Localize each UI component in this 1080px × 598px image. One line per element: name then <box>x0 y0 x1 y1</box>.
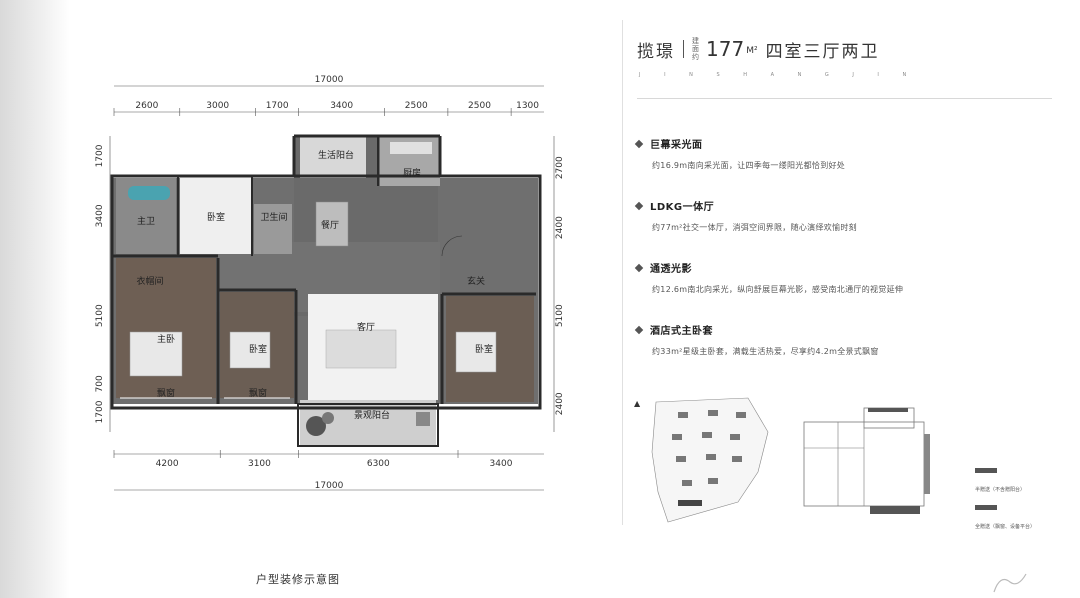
room-kitchen: 厨房 <box>403 167 421 179</box>
dimension-label: 1300 <box>516 101 539 111</box>
total-width-bottom: 17000 <box>315 481 344 491</box>
dimension-label: 3100 <box>248 459 271 469</box>
feature-desc: 约33m²星级主卧套，满载生活热爱，尽享约4.2m全景式飘窗 <box>652 347 879 356</box>
legend-swatch <box>975 505 997 510</box>
legend-item: 全赠送（飘窗、设备平台） <box>975 505 1065 532</box>
feature-title: 通透光影 <box>650 264 692 275</box>
legend-label: 半赠送（不含赠阳台） <box>975 487 1026 493</box>
unit-name: 揽璟 <box>637 41 675 62</box>
room-bedroom-north: 卧室 <box>207 211 225 223</box>
dimension-label: 1700 <box>95 144 105 167</box>
room-bedroom-east: 卧室 <box>475 343 493 355</box>
bottom-dimensions: 4200 3100 6300 3400 <box>113 450 513 469</box>
dimension-label: 700 <box>95 375 105 392</box>
title-row: 揽璟 建面约 177 M² 四室三厅两卫 <box>637 36 880 62</box>
floor-plan: 17000 2600 3000 1700 3400 2500 2500 1300 1700 3… <box>95 75 565 491</box>
diamond-icon <box>634 263 644 272</box>
title-rule <box>637 98 1052 99</box>
right-dimensions: 2700 2400 5100 2400 <box>555 156 565 415</box>
room-view-balcony: 景观阳台 <box>354 409 390 421</box>
dimension-label: 3400 <box>490 459 513 469</box>
area-value: 177 <box>706 37 745 61</box>
site-map: ▲ <box>634 397 769 523</box>
left-dimensions: 1700 3400 5100 700 1700 <box>95 144 105 423</box>
total-width-top: 17000 <box>315 75 344 85</box>
room-bedroom-mid: 卧室 <box>249 343 267 355</box>
brand-mark-icon <box>993 573 1027 593</box>
diamond-icon <box>634 201 644 210</box>
top-dimensions: 2600 3000 1700 3400 2500 2500 1300 <box>113 101 539 116</box>
room-foyer: 玄关 <box>467 275 485 287</box>
dimension-label: 2500 <box>468 101 491 111</box>
feature-item: 巨幕采光面 约16.9m南向采光面，让四季每一缕阳光都恰到好处 <box>634 136 1056 171</box>
dimension-label: 3400 <box>330 101 353 111</box>
feature-list: 巨幕采光面 约16.9m南向采光面，让四季每一缕阳光都恰到好处 LDKG一体厅 … <box>634 136 1056 384</box>
legend: 半赠送（不含赠阳台） 全赠送（飘窗、设备平台） <box>975 468 1065 542</box>
dimension-label: 6300 <box>367 459 390 469</box>
room-master-bath: 主卫 <box>137 215 155 227</box>
feature-item: 酒店式主卧套 约33m²星级主卧套，满载生活热爱，尽享约4.2m全景式飘窗 <box>634 322 1056 357</box>
room-living: 客厅 <box>357 321 375 333</box>
dimension-label: 1700 <box>95 400 105 423</box>
column-divider <box>622 20 623 525</box>
key-plan <box>803 407 930 514</box>
legend-item: 半赠送（不含赠阳台） <box>975 468 1065 495</box>
page-edge-shade <box>0 0 70 598</box>
title-separator <box>683 40 684 58</box>
dimension-label: 2600 <box>135 101 158 111</box>
dimension-label: 5100 <box>555 304 565 327</box>
plan-caption: 户型装修示意图 <box>256 573 340 586</box>
feature-title: 巨幕采光面 <box>650 140 703 151</box>
legend-swatch <box>975 468 997 473</box>
dimension-label: 3000 <box>206 101 229 111</box>
feature-title: LDKG一体厅 <box>650 202 715 213</box>
feature-desc: 约77m²社交一体厅，消弭空间界限，随心演绎欢愉时刻 <box>652 223 857 232</box>
dimension-label: 3400 <box>95 204 105 227</box>
feature-item: 通透光影 约12.6m南北向采光，纵向舒展巨幕光影，感受南北通厅的视觉延伸 <box>634 260 1056 295</box>
dimension-label: 2700 <box>555 156 565 179</box>
feature-title: 酒店式主卧套 <box>650 326 713 337</box>
feature-desc: 约16.9m南向采光面，让四季每一缕阳光都恰到好处 <box>652 161 846 170</box>
dimension-label: 1700 <box>266 101 289 111</box>
room-service-balcony: 生活阳台 <box>318 149 354 161</box>
diamond-icon <box>634 139 644 148</box>
legend-label: 全赠送（飘窗、设备平台） <box>975 524 1036 530</box>
room-master-bedroom: 主卧 <box>157 333 175 345</box>
feature-desc: 约12.6m南北向采光，纵向舒展巨幕光影，感受南北通厅的视觉延伸 <box>652 285 904 294</box>
room-dining: 餐厅 <box>321 219 339 231</box>
dimension-label: 2400 <box>555 216 565 239</box>
dimension-label: 5100 <box>95 304 105 327</box>
area-label: 建面约 <box>692 37 699 61</box>
room-bay-window-1: 飘窗 <box>157 387 175 399</box>
dimension-label: 4200 <box>156 459 179 469</box>
dimension-label: 2500 <box>405 101 428 111</box>
unit-type: 四室三厅两卫 <box>765 41 880 62</box>
north-arrow-icon: ▲ <box>634 399 641 408</box>
area-unit: M² <box>746 46 758 56</box>
pinyin-line: J I N S H A N G J I N <box>639 72 918 78</box>
dimension-label: 2400 <box>555 392 565 415</box>
room-bay-window-2: 飘窗 <box>249 387 267 399</box>
room-bath2: 卫生间 <box>260 211 287 223</box>
diamond-icon <box>634 325 644 334</box>
feature-item: LDKG一体厅 约77m²社交一体厅，消弭空间界限，随心演绎欢愉时刻 <box>634 198 1056 233</box>
room-closet: 衣帽间 <box>136 275 163 287</box>
